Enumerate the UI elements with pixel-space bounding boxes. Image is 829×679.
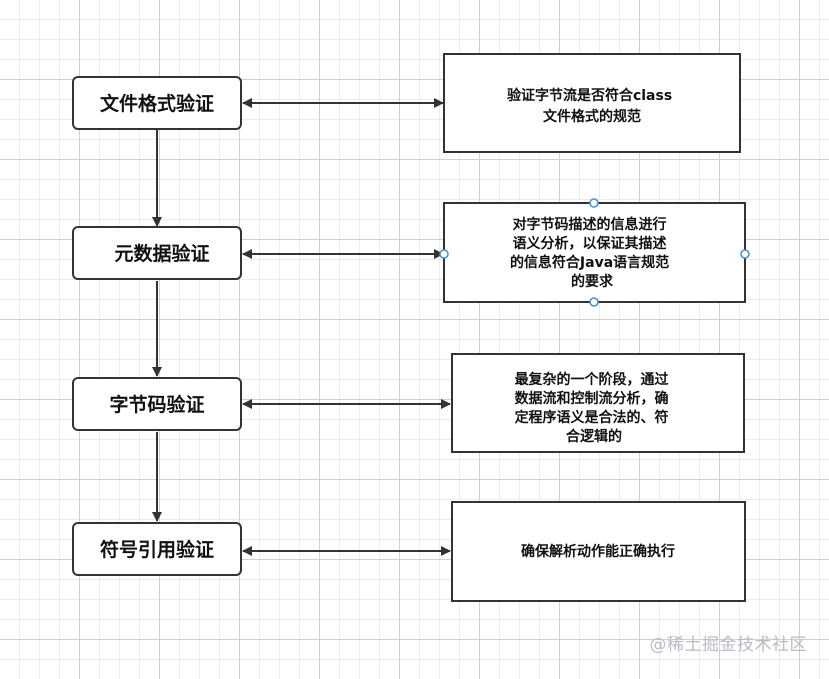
- step-box-bytecode[interactable]: 字节码验证: [72, 377, 242, 431]
- step-box-file-format[interactable]: 文件格式验证: [72, 76, 242, 130]
- desc-box-metadata[interactable]: 对字节码描述的信息进行 语义分析，以保证其描述 的信息符合Java语言规范 的要…: [439, 198, 750, 307]
- desc-line: 最复杂的一个阶段，通过: [515, 371, 669, 388]
- desc-line: 确保解析动作能正确执行: [521, 543, 675, 560]
- selection-handle-right[interactable]: [740, 249, 750, 259]
- desc-line: 验证字节流是否符合class: [507, 87, 672, 104]
- step-box-metadata[interactable]: 元数据验证: [72, 226, 242, 280]
- step-label: 元数据验证: [114, 242, 209, 265]
- desc-line: 文件格式的规范: [543, 108, 641, 125]
- svg-text:验证字节流是否符合class 文件格式的规范: 验证字节流是否符合class 文件格式的规范: [507, 87, 677, 125]
- desc-line: 对字节码描述的信息进行: [513, 216, 667, 233]
- desc-line: 的要求: [571, 273, 614, 290]
- desc-line: 定程序语义是合法的、符: [515, 409, 669, 426]
- step-label: 符号引用验证: [100, 538, 214, 561]
- desc-box-file-format[interactable]: 验证字节流是否符合class 文件格式的规范: [443, 53, 741, 153]
- desc-box-bytecode[interactable]: 最复杂的一个阶段，通过 数据流和控制流分析，确 定程序语义是合法的、符 合逻辑的: [451, 353, 745, 453]
- desc-line: 合逻辑的: [566, 428, 622, 445]
- step-label: 文件格式验证: [100, 92, 214, 115]
- selection-handle-bottom[interactable]: [589, 297, 599, 307]
- desc-line: 语义分析，以保证其描述: [513, 235, 667, 252]
- selection-handle-top[interactable]: [589, 198, 599, 208]
- step-box-symbolic-reference[interactable]: 符号引用验证: [72, 522, 242, 576]
- step-label: 字节码验证: [109, 393, 204, 416]
- svg-text:最复杂的一个阶段，通过 数据流和控制流分析，确: 最复杂的一个阶段，通过 数据流和控制流分析，确 定程序语义是合法的、符 合逻辑的: [515, 371, 674, 445]
- desc-line: 的信息符合Java语言规范: [510, 254, 669, 271]
- selection-handle-left[interactable]: [439, 249, 449, 259]
- svg-text:对字节码描述的信息进行 语义分析，以保证其描述: 对字节码描述的信息进行 语义分析，以保证其描述 的信息符合Java语言规范 的要…: [510, 216, 674, 290]
- desc-line: 数据流和控制流分析，确: [515, 390, 669, 407]
- watermark: @稀土掘金技术社区: [649, 635, 807, 655]
- desc-box-symbolic-reference[interactable]: 确保解析动作能正确执行: [451, 501, 746, 602]
